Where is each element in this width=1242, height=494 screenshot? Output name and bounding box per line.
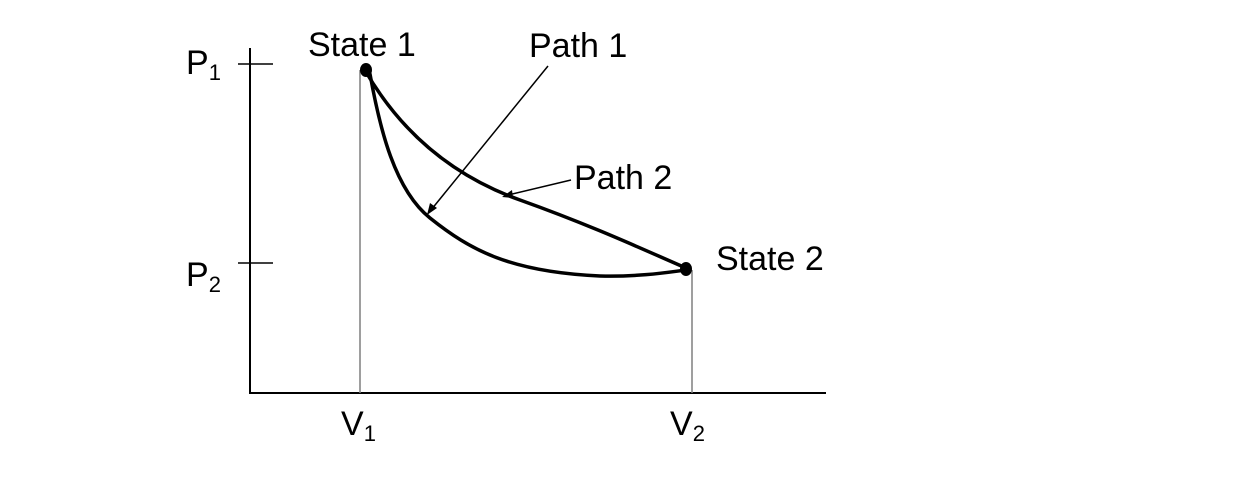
p2-letter: P [186, 256, 209, 294]
path-1-arrowhead [427, 203, 437, 215]
v1-letter: V [341, 405, 364, 443]
path-2-leader [507, 179, 572, 196]
state-2-label: State 2 [716, 240, 824, 278]
p1-letter: P [186, 44, 209, 82]
p1-label: P1 [186, 44, 221, 85]
v2-subscript: 2 [693, 421, 705, 446]
path-2-arrowhead [502, 190, 513, 198]
v2-letter: V [670, 405, 693, 443]
path-2-curve [364, 70, 688, 270]
state-1-point [360, 63, 372, 77]
state-2-point [680, 262, 692, 276]
v2-label: V2 [670, 405, 705, 446]
p2-subscript: 2 [209, 272, 221, 297]
path-2-label: Path 2 [574, 159, 672, 197]
p2-label: P2 [186, 256, 221, 297]
p1-subscript: 1 [209, 60, 221, 85]
v1-subscript: 1 [364, 421, 376, 446]
path-1-leader [430, 65, 549, 211]
v1-label: V1 [341, 405, 376, 446]
state-1-label: State 1 [308, 26, 416, 64]
path-1-label: Path 1 [529, 27, 627, 65]
path-1-curve [368, 72, 688, 278]
